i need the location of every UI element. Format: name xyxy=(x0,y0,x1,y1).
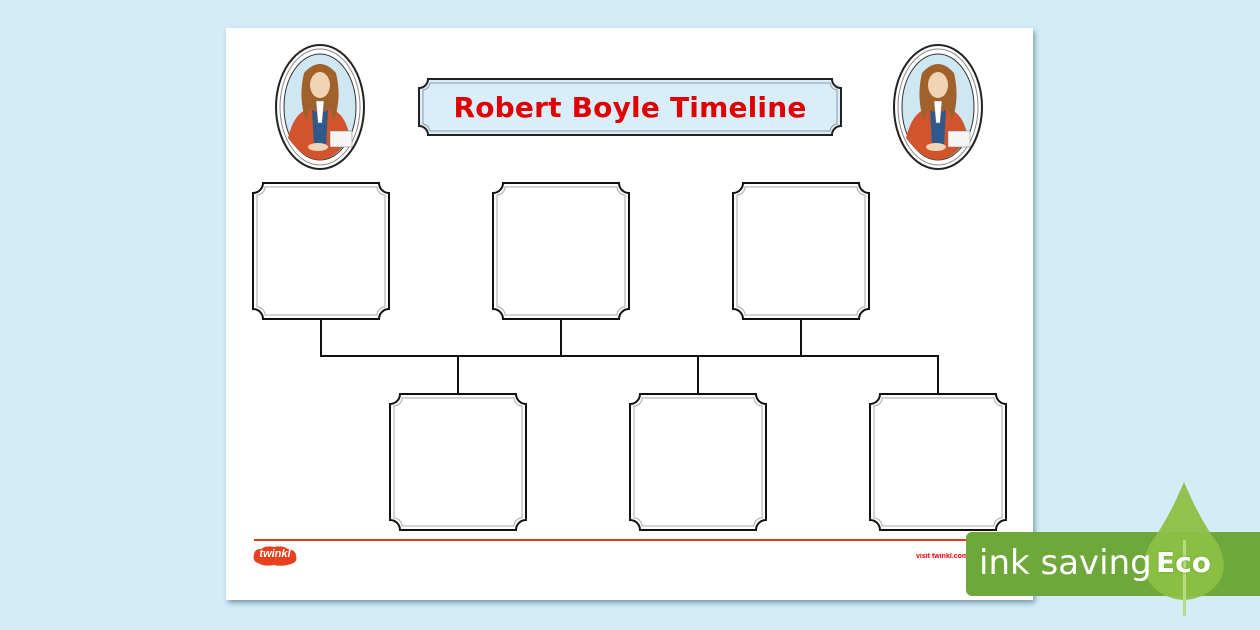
timeline-box-2[interactable] xyxy=(492,182,630,320)
timeline-axis-line xyxy=(320,355,939,357)
page-title: Robert Boyle Timeline xyxy=(453,90,807,124)
timeline-box-6[interactable] xyxy=(869,393,1007,531)
timeline-box-1[interactable] xyxy=(252,182,390,320)
connector-line xyxy=(697,355,699,395)
portrait-left xyxy=(275,44,365,170)
timeline-box-5[interactable] xyxy=(629,393,767,531)
timeline-box-3[interactable] xyxy=(732,182,870,320)
connector-line xyxy=(320,319,322,357)
connector-line xyxy=(457,355,459,395)
twinkl-logo-icon xyxy=(253,546,297,566)
connector-line xyxy=(560,319,562,357)
eco-tag: Eco xyxy=(1156,546,1211,579)
portrait-right xyxy=(893,44,983,170)
timeline-box-4[interactable] xyxy=(389,393,527,531)
connector-line xyxy=(937,355,939,395)
ink-saving-label: ink saving xyxy=(979,543,1152,583)
title-banner-frame xyxy=(418,78,842,136)
twinkl-logo-text: twinkl xyxy=(259,548,291,560)
visit-link[interactable]: visit twinkl.com xyxy=(916,553,968,560)
leaf-icon xyxy=(1144,482,1224,616)
footer-rule xyxy=(254,539,1006,541)
connector-line xyxy=(800,319,802,357)
